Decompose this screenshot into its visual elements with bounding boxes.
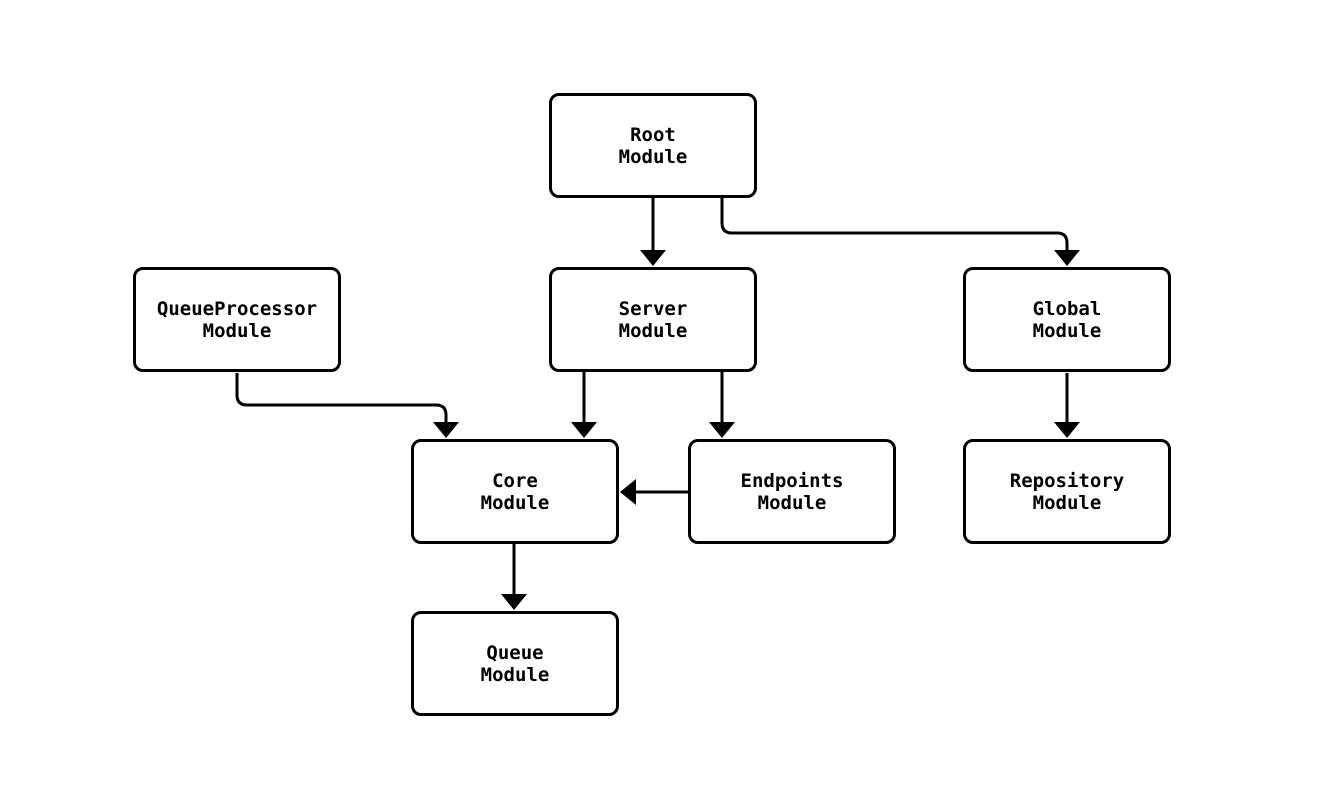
edge-root-module-to-global-module [720,198,1080,266]
node-label-line: Module [1032,319,1102,342]
edge-server-module-to-endpoints-module [709,372,735,438]
node-label-line: Server [618,297,688,320]
node-queue-module: Queue Module [411,611,619,716]
node-label-line: Queue [486,641,544,664]
node-global-module: Global Module [963,267,1171,372]
node-repository-module: Repository Module [963,439,1171,544]
edge-endpoints-module-to-core-module [620,479,688,505]
edge-global-module-to-repository-module [1054,373,1080,438]
node-label-line: QueueProcessor [156,297,318,320]
node-label-line: Module [618,319,688,342]
node-label-line: Module [202,319,272,342]
node-label-line: Repository [1009,469,1125,492]
node-label-line: Global [1032,297,1102,320]
node-label-line: Root [630,123,676,146]
node-label-line: Module [480,491,550,514]
node-label-line: Endpoints [740,469,844,492]
node-label-line: Module [1032,491,1102,514]
node-label-line: Module [757,491,827,514]
edge-queueprocessor-module-to-core-module [235,373,459,438]
edge-server-module-to-core-module [571,372,597,438]
node-queueprocessor-module: QueueProcessor Module [133,267,341,372]
node-server-module: Server Module [549,267,757,372]
edge-root-module-to-server-module [640,198,666,266]
node-label-line: Module [618,145,688,168]
node-label-line: Core [492,469,538,492]
node-label-line: Module [480,663,550,686]
node-endpoints-module: Endpoints Module [688,439,896,544]
node-core-module: Core Module [411,439,619,544]
edge-core-module-to-queue-module [501,544,527,610]
node-root-module: Root Module [549,93,757,198]
